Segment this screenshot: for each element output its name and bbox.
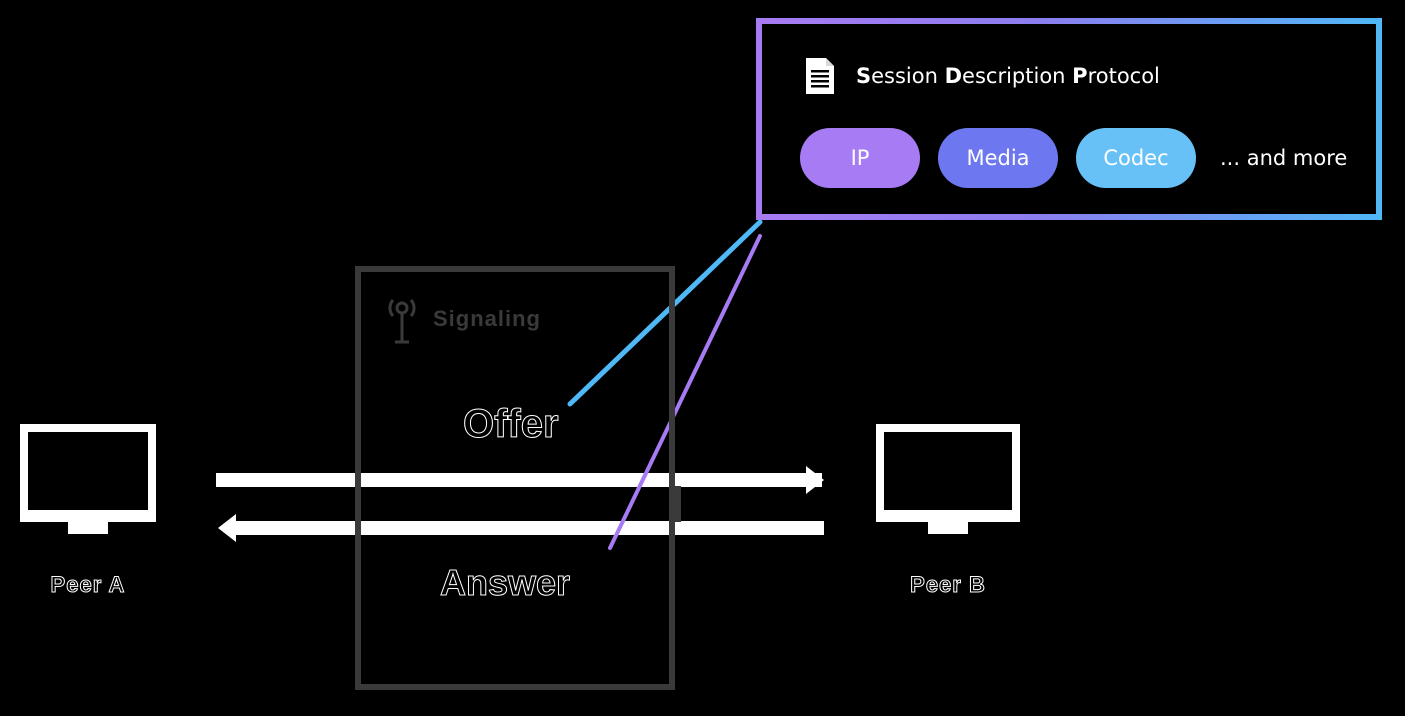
sdp-title-rotocol: rotocol xyxy=(1087,64,1160,88)
sdp-title: Session Description Protocol xyxy=(856,64,1160,88)
answer-label: Answer xyxy=(439,562,571,604)
more-label: ... and more xyxy=(1220,146,1348,170)
sdp-pill-row: IP Media Codec ... and more xyxy=(800,128,1347,188)
peer-b-label: Peer B xyxy=(910,572,986,598)
monitor-icon xyxy=(876,424,1020,534)
sdp-header: Session Description Protocol xyxy=(804,56,1160,96)
peer-a-label: Peer A xyxy=(50,572,126,598)
offer-label: Offer xyxy=(463,402,560,447)
document-icon xyxy=(806,58,834,94)
sdp-title-p: P xyxy=(1072,64,1088,88)
sdp-title-escription: escription xyxy=(962,64,1073,88)
sdp-title-d: D xyxy=(944,64,963,88)
signaling-box: Signaling xyxy=(355,266,675,690)
signaling-label: Signaling xyxy=(433,306,541,331)
pill-codec: Codec xyxy=(1076,128,1196,188)
signaling-antenna-icon xyxy=(388,299,416,344)
sdp-panel: Session Description Protocol IP Media Co… xyxy=(756,18,1382,220)
peer-a: Peer A xyxy=(20,424,156,598)
signaling-header: Signaling xyxy=(383,294,541,344)
pill-media: Media xyxy=(938,128,1058,188)
monitor-icon xyxy=(20,424,156,534)
sdp-title-s: S xyxy=(856,64,872,88)
peer-b: Peer B xyxy=(876,424,1020,598)
pill-ip: IP xyxy=(800,128,920,188)
sdp-title-ession: ession xyxy=(871,64,945,88)
